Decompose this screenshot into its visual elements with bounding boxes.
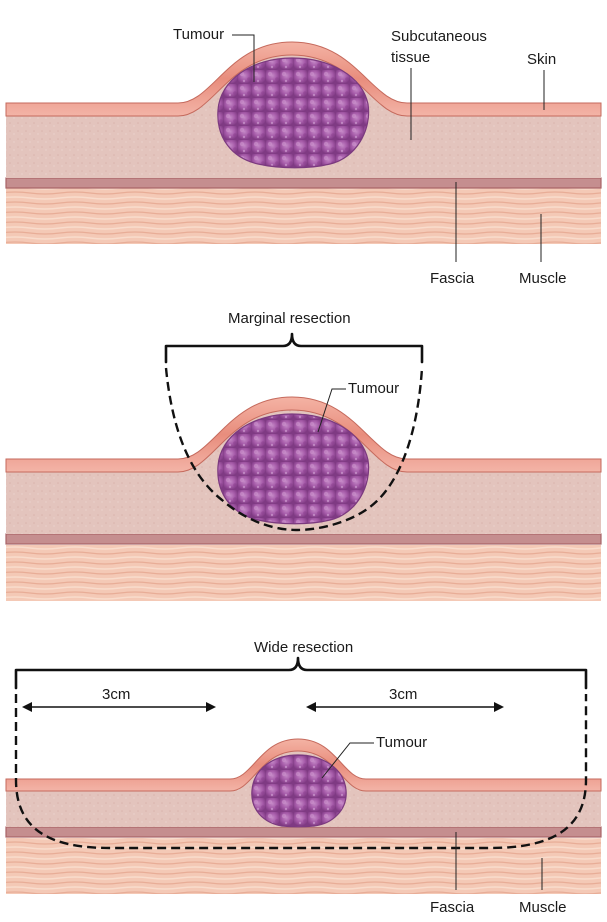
wide-resection-line: [14, 694, 588, 850]
label-marginal-resection: Marginal resection: [228, 310, 351, 327]
margin-arrow-left: [22, 702, 216, 712]
label-wide-resection: Wide resection: [254, 639, 353, 656]
muscle-layer: [6, 188, 601, 244]
fascia-layer: [5, 533, 602, 545]
fascia-layer: [5, 826, 602, 838]
label-muscle: Muscle: [519, 899, 567, 916]
panel-wide-resection: Wide resection 3cm 3cm Tumour Fascia Mus…: [5, 639, 602, 916]
skin-layer: [5, 738, 602, 792]
label-tumour: Tumour: [348, 380, 399, 397]
label-subcutaneous-line1: Subcutaneous: [391, 28, 487, 45]
tumour-mass: [217, 57, 370, 169]
wide-resection-bracket: [14, 656, 588, 690]
muscle-layer: [6, 545, 601, 601]
label-margin-left: 3cm: [102, 686, 130, 703]
label-skin: Skin: [527, 51, 556, 68]
label-margin-right: 3cm: [389, 686, 417, 703]
label-fascia: Fascia: [430, 270, 475, 287]
leader-tumour: [321, 742, 374, 779]
tumour-mass: [217, 413, 370, 525]
tumour-mass: [251, 754, 347, 828]
marginal-resection-bracket: [164, 332, 424, 364]
margin-arrow-right: [306, 702, 504, 712]
label-subcutaneous-line2: tissue: [391, 49, 430, 66]
leader-tumour: [232, 34, 255, 82]
panel-marginal-resection: Marginal resection Tumour: [5, 310, 602, 601]
label-fascia: Fascia: [430, 899, 475, 916]
leader-tumour: [317, 388, 346, 433]
label-tumour: Tumour: [173, 26, 224, 43]
panel-normal-anatomy: Tumour Subcutaneous tissue Skin Fascia M…: [5, 26, 602, 287]
marginal-resection-line: [164, 367, 424, 532]
skin-layer: [5, 396, 602, 473]
label-muscle: Muscle: [519, 270, 567, 287]
fascia-layer: [5, 177, 602, 189]
skin-layer: [5, 41, 602, 117]
label-tumour: Tumour: [376, 734, 427, 751]
